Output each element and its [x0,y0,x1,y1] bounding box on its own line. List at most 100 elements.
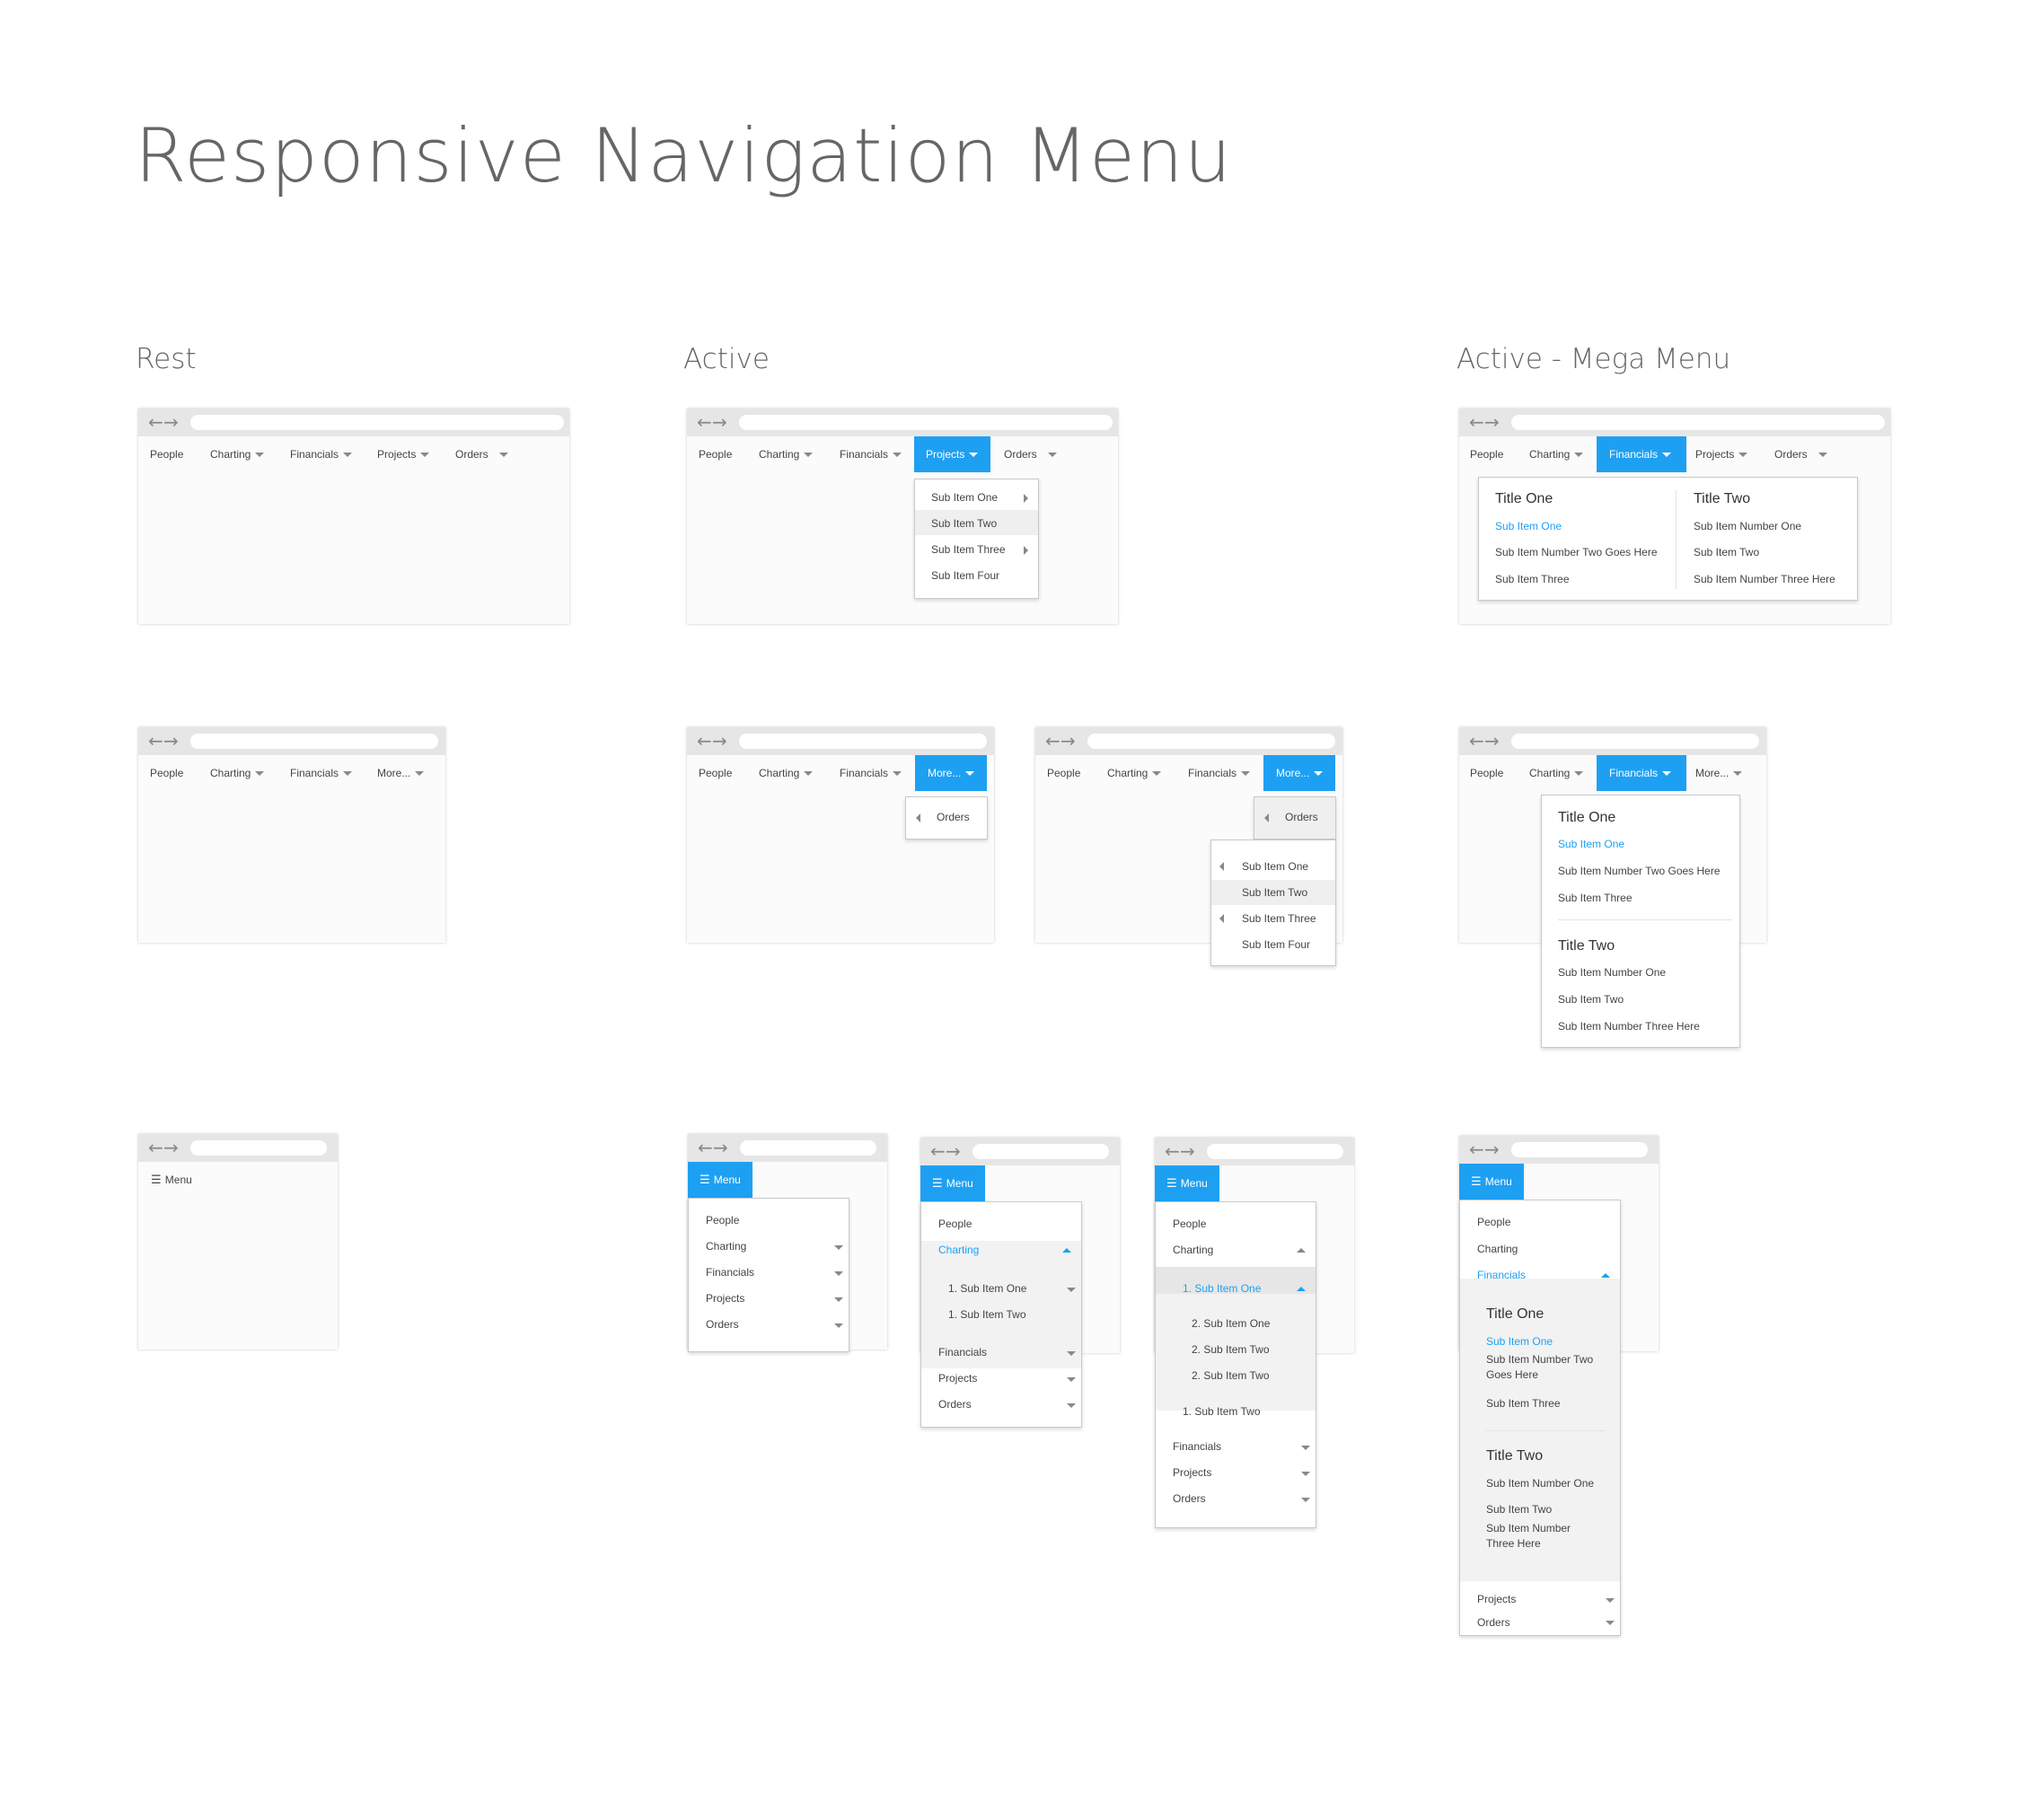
mobile-item-orders[interactable]: Orders [706,1318,739,1331]
mobile-item-financials[interactable]: Financials [938,1346,988,1358]
mega-t2-item-1[interactable]: Sub Item Number One [1694,520,1802,532]
sub-l2-two-a[interactable]: 2. Sub Item Two [1192,1343,1270,1356]
forward-arrow-icon[interactable]: → [713,1137,728,1158]
back-arrow-icon[interactable]: ← [1469,730,1484,752]
address-bar[interactable] [1511,415,1885,430]
nav-more[interactable]: More... [377,755,425,791]
mega-t2-item-3a[interactable]: Sub Item Number [1486,1522,1571,1534]
mega-t1-item-3[interactable]: Sub Item Three [1558,892,1633,904]
back-arrow-icon[interactable]: ← [698,1137,713,1158]
mega-t2-item-1[interactable]: Sub Item Number One [1486,1477,1595,1490]
address-bar[interactable] [190,1140,327,1156]
sub-l1-one[interactable]: 1. Sub Item One [948,1282,1027,1295]
nav-people[interactable]: People [1470,448,1504,461]
more-item-orders[interactable]: Orders [937,811,970,823]
mobile-item-charting[interactable]: Charting [706,1240,747,1253]
back-arrow-icon[interactable]: ← [148,1137,163,1158]
mega-t2-item-3b[interactable]: Three Here [1486,1537,1541,1550]
mega-t2-item-2[interactable]: Sub Item Two [1558,993,1624,1006]
mega-t1-item-1[interactable]: Sub Item One [1495,520,1562,532]
submenu-item-three[interactable]: Sub Item Three [931,543,1006,556]
nav-charting[interactable]: Charting [1529,755,1584,791]
forward-arrow-icon[interactable]: → [946,1140,961,1162]
submenu-item-two[interactable]: Sub Item Two [931,517,998,530]
nav-more[interactable]: More... [1695,755,1743,791]
back-arrow-icon[interactable]: ← [930,1140,946,1162]
nav-charting[interactable]: Charting [759,436,814,472]
mobile-item-charting[interactable]: Charting [1477,1243,1518,1255]
more-item-orders[interactable]: Orders [1285,811,1318,823]
mega-t2-item-2[interactable]: Sub Item Two [1694,546,1760,558]
address-bar[interactable] [740,1140,876,1156]
address-bar[interactable] [1511,734,1759,749]
nav-people[interactable]: People [1470,767,1504,779]
forward-arrow-icon[interactable]: → [1484,411,1500,433]
forward-arrow-icon[interactable]: → [163,1137,179,1158]
nav-financials-active[interactable]: Financials [1597,755,1686,791]
mega-t2-item-2[interactable]: Sub Item Two [1486,1503,1553,1516]
nav-charting[interactable]: Charting [759,755,814,791]
nav-more-active[interactable]: More... [1263,755,1335,791]
menu-button-active[interactable]: ☰ Menu [1459,1164,1524,1200]
nav-financials[interactable]: Financials [290,755,353,791]
back-arrow-icon[interactable]: ← [697,411,712,433]
nav-people[interactable]: People [699,448,733,461]
nav-people[interactable]: People [150,767,184,779]
back-arrow-icon[interactable]: ← [1469,1139,1484,1160]
menu-button-active[interactable]: ☰ Menu [688,1162,752,1198]
sub-l1-one-active[interactable]: 1. Sub Item One [1183,1282,1262,1295]
menu-button-active[interactable]: ☰ Menu [920,1165,985,1201]
nav-financials-active[interactable]: Financials [1597,436,1686,472]
nav-projects[interactable]: Projects [377,436,430,472]
nav-financials[interactable]: Financials [290,436,353,472]
mobile-item-orders[interactable]: Orders [1477,1616,1510,1629]
address-bar[interactable] [1087,734,1335,749]
sub-l1-two[interactable]: 1. Sub Item Two [948,1308,1026,1321]
nav-orders[interactable]: Orders [455,436,508,472]
sub-l2-one[interactable]: 2. Sub Item One [1192,1317,1271,1330]
forward-arrow-icon[interactable]: → [1484,730,1500,752]
back-arrow-icon[interactable]: ← [1469,411,1484,433]
nav-charting[interactable]: Charting [1529,436,1584,472]
back-arrow-icon[interactable]: ← [148,411,163,433]
menu-button-active[interactable]: ☰ Menu [1155,1165,1219,1201]
forward-arrow-icon[interactable]: → [163,730,179,752]
mobile-item-financials[interactable]: Financials [1173,1440,1222,1453]
mobile-item-projects[interactable]: Projects [938,1372,978,1385]
back-arrow-icon[interactable]: ← [148,730,163,752]
mobile-item-financials-active[interactable]: Financials [1477,1269,1527,1281]
address-bar[interactable] [190,415,564,430]
nav-more-active[interactable]: More... [915,755,987,791]
nav-projects[interactable]: Projects [1695,436,1748,472]
nav-orders[interactable]: Orders [1774,436,1827,472]
submenu-item-four[interactable]: Sub Item Four [931,569,1000,582]
mobile-item-charting[interactable]: Charting [1173,1244,1214,1256]
nav-financials[interactable]: Financials [840,436,902,472]
nav-people[interactable]: People [699,767,733,779]
menu-toggle[interactable]: ☰ Menu [151,1174,192,1187]
submenu-item-one[interactable]: Sub Item One [931,491,999,504]
mobile-item-projects[interactable]: Projects [1173,1466,1212,1479]
mega-t2-item-3[interactable]: Sub Item Number Three Here [1694,573,1835,585]
nav-projects-active[interactable]: Projects [914,436,990,472]
forward-arrow-icon[interactable]: → [1180,1140,1195,1162]
mega-t1-item-2b[interactable]: Goes Here [1486,1368,1539,1381]
submenu-item-four[interactable]: Sub Item Four [1242,938,1311,951]
mega-t1-item-1[interactable]: Sub Item One [1486,1335,1553,1348]
mobile-item-people[interactable]: People [1173,1218,1207,1230]
mobile-item-orders[interactable]: Orders [1173,1492,1206,1505]
mega-t1-item-1[interactable]: Sub Item One [1558,838,1625,850]
mega-t2-item-1[interactable]: Sub Item Number One [1558,966,1667,979]
nav-charting[interactable]: Charting [1107,755,1162,791]
forward-arrow-icon[interactable]: → [1061,730,1076,752]
nav-financials[interactable]: Financials [840,755,902,791]
forward-arrow-icon[interactable]: → [712,411,727,433]
mobile-item-orders[interactable]: Orders [938,1398,972,1411]
mobile-item-projects[interactable]: Projects [706,1292,745,1305]
nav-charting[interactable]: Charting [210,755,265,791]
mobile-item-charting-active[interactable]: Charting [938,1244,980,1256]
mega-t2-item-3[interactable]: Sub Item Number Three Here [1558,1020,1700,1033]
submenu-item-two[interactable]: Sub Item Two [1242,886,1308,899]
mobile-item-people[interactable]: People [706,1214,740,1227]
mega-t1-item-2a[interactable]: Sub Item Number Two [1486,1353,1594,1366]
